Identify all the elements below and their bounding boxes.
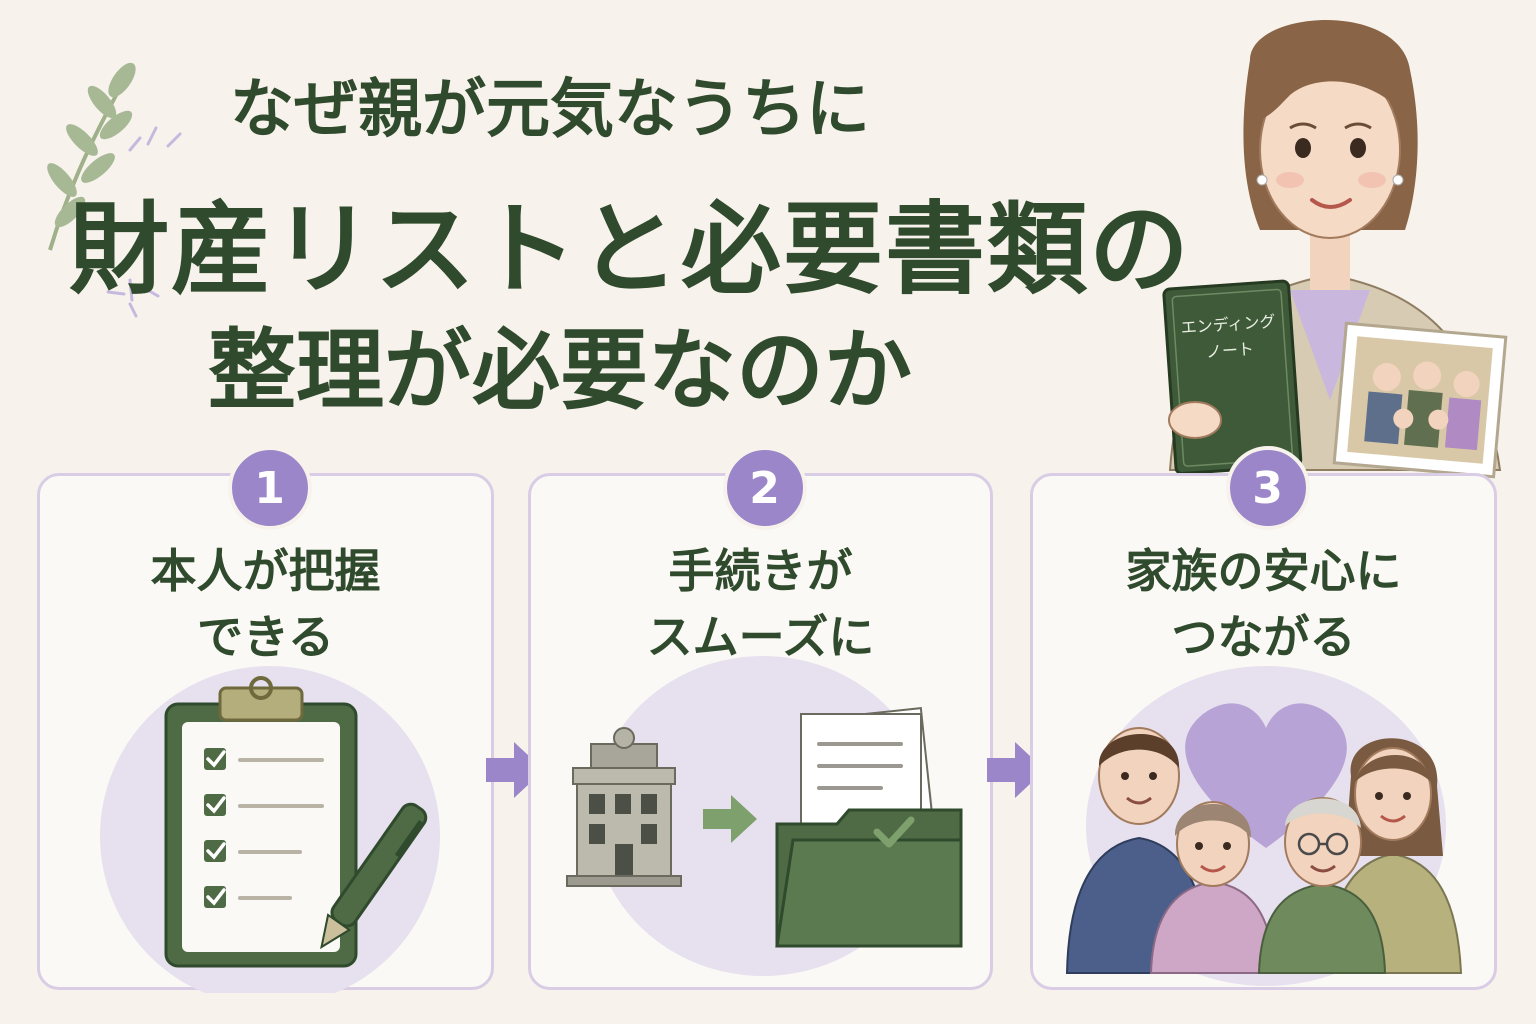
step-number-badge: 1 (227, 446, 312, 530)
family-heart-icon (1065, 666, 1463, 986)
step-number-badge: 3 (1225, 446, 1310, 530)
title-line-1: なぜ親が元気なうちに (230, 73, 870, 147)
step-title: 手続きが スムーズに (531, 538, 990, 670)
step-number-badge: 2 (722, 446, 807, 530)
bank-building-icon (566, 727, 682, 887)
step-card-2: 2 手続きが スムーズに (528, 446, 993, 990)
sparkle-icon (128, 126, 182, 152)
step-card-3: 3 家族の安心に つながる (1030, 446, 1497, 990)
step-card-1: 1 本人が把握 できる (37, 446, 494, 993)
woman-with-notebook-illustration: エンディング ノート (1162, 20, 1508, 479)
notebook-title-line-2: ノート (1205, 339, 1254, 361)
bank-to-folder-icon (566, 656, 963, 976)
title-line-2: 財産リストと必要書類の (69, 191, 1191, 308)
step-title-line-1: 本人が把握 (150, 544, 381, 598)
step-title-line-2: できる (196, 610, 335, 664)
arrow-right-icon (987, 742, 1045, 798)
arrow-right-icon (486, 742, 544, 798)
sparkle-icon (106, 278, 160, 318)
step-title-line-2: つながる (1171, 610, 1356, 664)
leaf-sprig-icon (47, 62, 136, 251)
clipboard-checklist-icon (100, 666, 440, 993)
step-title: 家族の安心に つながる (1033, 538, 1494, 670)
step-title-line-1: 家族の安心に (1125, 544, 1402, 598)
step-title-line-2: スムーズに (646, 610, 875, 664)
title-line-3: 整理が必要なのか (207, 319, 912, 422)
step-title: 本人が把握 できる (40, 538, 491, 670)
step-title-line-1: 手続きが (668, 544, 853, 598)
